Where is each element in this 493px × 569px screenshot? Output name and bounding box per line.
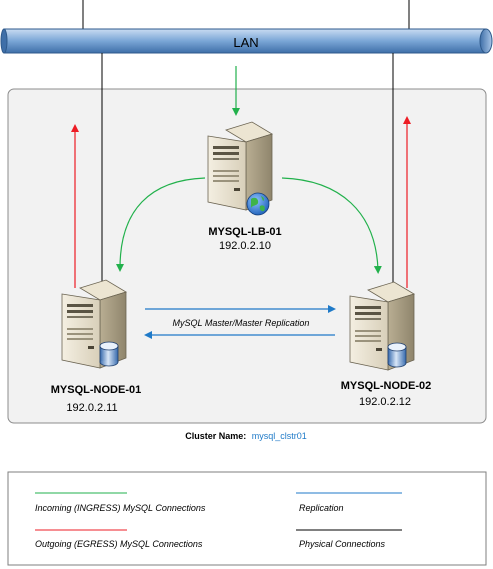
lb-name: MYSQL-LB-01: [208, 226, 281, 238]
lb-server: MYSQL-LB-01 192.0.2.10: [207, 121, 282, 252]
legend-replication-label: Replication: [299, 503, 344, 513]
node2-server: MYSQL-NODE-02 192.0.2.12: [341, 281, 431, 408]
node1-name: MYSQL-NODE-01: [51, 384, 141, 396]
legend-outgoing-label: Outgoing (EGRESS) MySQL Connections: [35, 539, 203, 549]
legend-incoming-label: Incoming (INGRESS) MySQL Connections: [35, 503, 206, 513]
lan-label: LAN: [233, 35, 258, 50]
node2-name: MYSQL-NODE-02: [341, 380, 431, 392]
node1-server: MYSQL-NODE-01 192.0.2.11: [51, 279, 141, 414]
globe-icon: [246, 192, 270, 216]
physical-connections: [82, 0, 410, 32]
database-icon: [99, 341, 119, 367]
cluster-name-value: mysql_clstr01: [252, 431, 307, 441]
ingress-arrow-node1: [116, 177, 206, 272]
database-icon: [387, 342, 407, 368]
ingress-arrow-node2: [281, 177, 382, 274]
node1-ip: 192.0.2.11: [66, 402, 117, 414]
cluster-name-label: Cluster Name:: [185, 431, 246, 441]
lb-ip: 192.0.2.10: [219, 240, 271, 252]
legend-box: [7, 471, 487, 566]
lan-bus: LAN: [0, 28, 493, 54]
legend-physical-label: Physical Connections: [299, 539, 386, 549]
node2-ip: 192.0.2.12: [359, 396, 411, 408]
legend: Incoming (INGRESS) MySQL Connections Out…: [7, 471, 487, 566]
replication-label: MySQL Master/Master Replication: [173, 318, 310, 328]
cluster-name: Cluster Name: mysql_clstr01: [185, 431, 307, 441]
